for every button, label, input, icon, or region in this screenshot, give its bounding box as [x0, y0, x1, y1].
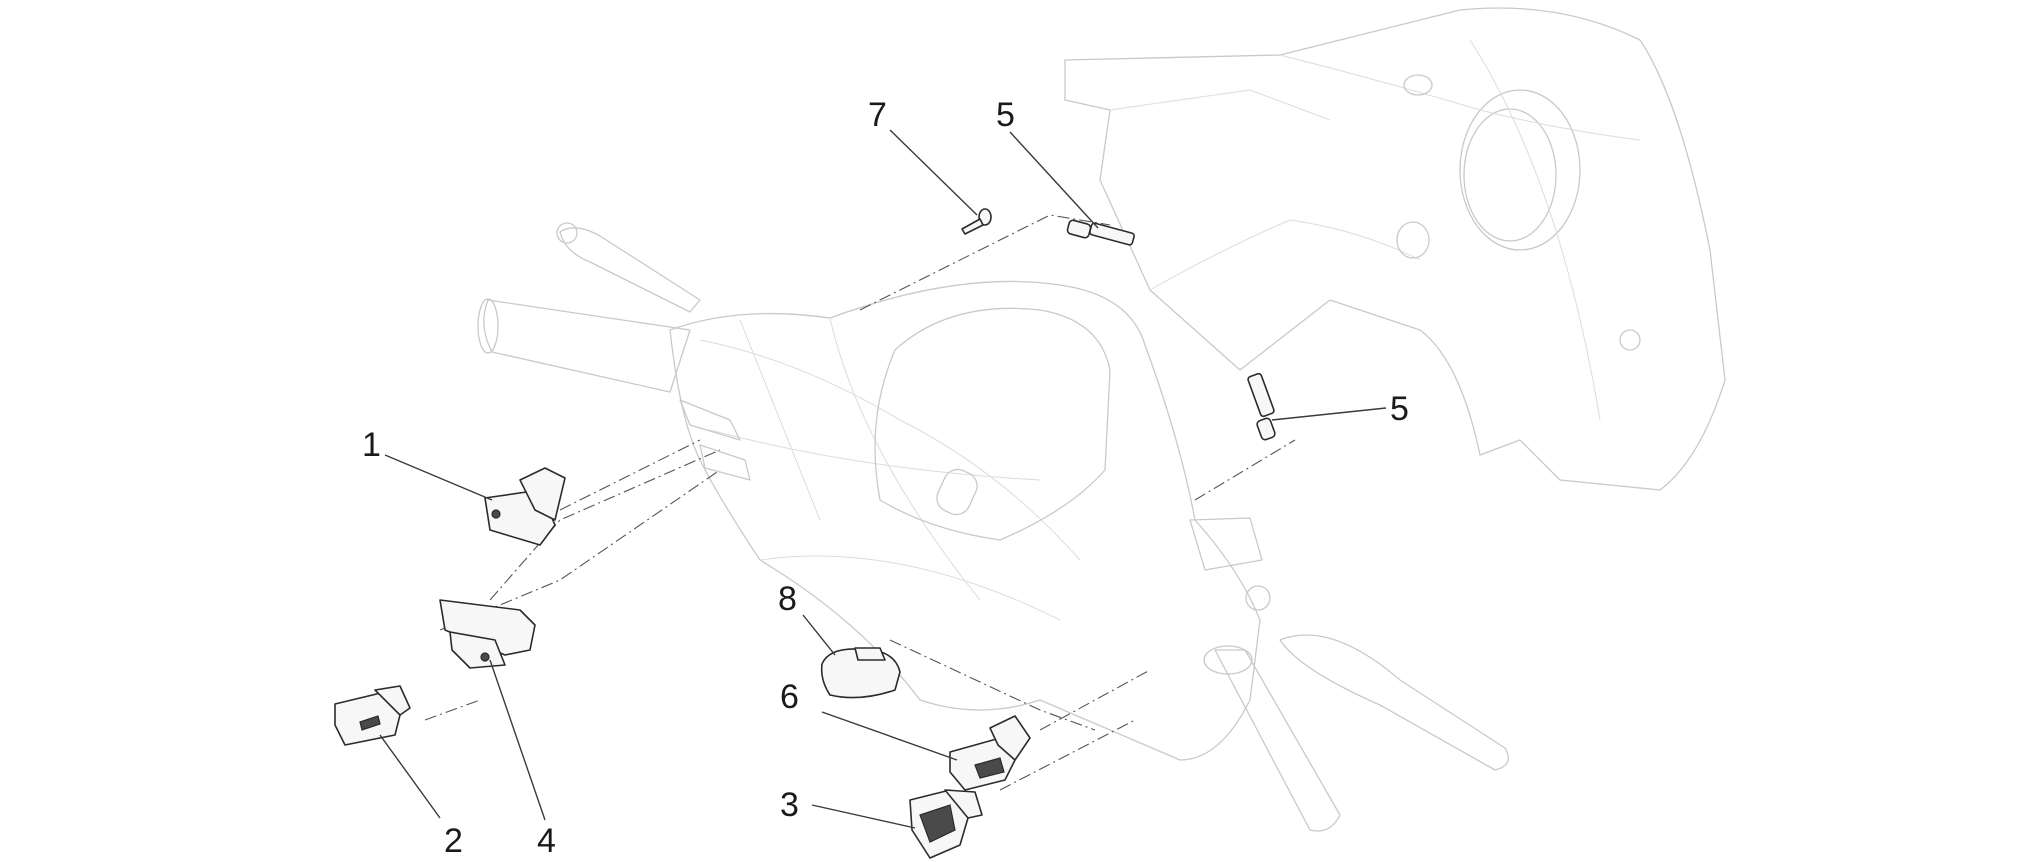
callout-8: 8 [778, 580, 797, 618]
part-5-bulb-lower [1247, 372, 1276, 441]
callout-5-lower: 5 [1390, 390, 1409, 428]
callout-labels: 1 2 3 4 5 5 6 7 8 [362, 96, 1409, 860]
callout-4: 4 [537, 822, 556, 860]
part-1-switch [484, 467, 566, 546]
callout-2: 2 [444, 822, 463, 860]
part-6-switch [949, 715, 1031, 791]
assembly-guide-lines [424, 214, 1296, 791]
part-3-switch [909, 789, 983, 859]
callout-7: 7 [868, 96, 887, 134]
callout-6: 6 [780, 678, 799, 716]
part-7-screw [961, 208, 992, 235]
callout-1: 1 [362, 426, 381, 464]
callout-5-upper: 5 [996, 96, 1015, 134]
headlight-cover-outline [1064, 7, 1726, 491]
leader-lines [379, 129, 1387, 829]
part-5-bulb-upper [1066, 219, 1135, 246]
callout-3: 3 [780, 786, 799, 824]
part-8-cap [820, 647, 901, 699]
handlebar-assembly-outline [477, 222, 1509, 832]
part-2-horn-button [334, 685, 411, 746]
part-4-switch-block [439, 599, 536, 669]
